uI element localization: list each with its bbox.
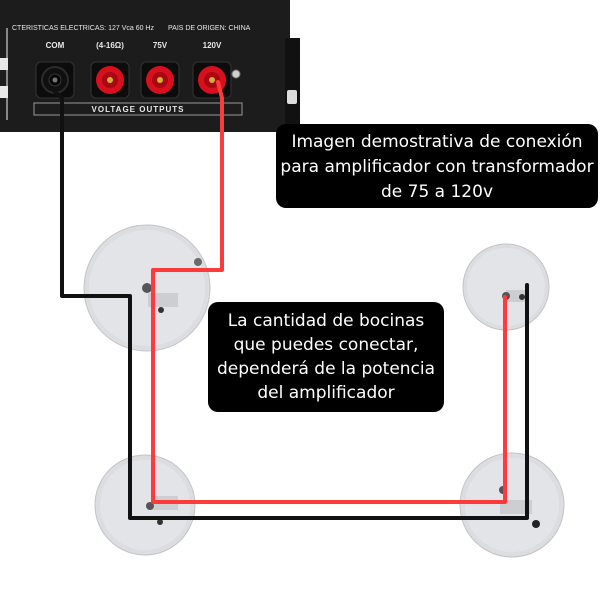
speaker-note-line: que puedes conectar, bbox=[233, 335, 419, 355]
panel-side-label bbox=[287, 90, 297, 104]
positive-wire bbox=[151, 80, 507, 504]
speaker-terminal-screw bbox=[157, 519, 163, 525]
amplifier-side-edge bbox=[285, 38, 300, 132]
speaker-note-line: dependerá de la potencia bbox=[216, 359, 436, 379]
connection-note-callout: Imagen demostrativa de conexión para amp… bbox=[276, 124, 598, 208]
terminal-com bbox=[35, 61, 75, 99]
terminal-4-16-ohm bbox=[90, 61, 130, 99]
voltage-outputs-frame bbox=[33, 102, 243, 116]
terminal-75v bbox=[140, 61, 180, 99]
speaker-bottom-left bbox=[94, 454, 196, 556]
speaker-terminal-screw bbox=[158, 307, 164, 313]
terminal-screw bbox=[231, 69, 241, 79]
common-wire bbox=[53, 90, 529, 520]
terminal-label-com: COM bbox=[46, 41, 65, 50]
terminal-label-4-16: (4-16Ω) bbox=[96, 41, 124, 50]
terminal-label-75v: 75V bbox=[153, 41, 168, 50]
origin-text: PAIS DE ORIGEN: CHINA bbox=[168, 25, 251, 32]
speaker-top-left bbox=[83, 224, 211, 352]
voltage-outputs-label: VOLTAGE OUTPUTS bbox=[92, 105, 185, 114]
speaker-note-line: La cantidad de bocinas bbox=[227, 311, 425, 331]
speaker-bottom-right bbox=[459, 452, 565, 558]
speaker-mount-hole bbox=[194, 258, 202, 266]
speaker-note-line: del amplificador bbox=[257, 383, 395, 403]
speaker-terminal-strip bbox=[500, 500, 532, 514]
speaker-terminal-strip bbox=[148, 293, 178, 307]
speaker-note-callout: La cantidad de bocinas que puedes conect… bbox=[208, 302, 444, 412]
terminal-label-120v: 120V bbox=[203, 41, 222, 50]
amplifier-panel: CTERISTICAS ELECTRICAS: 127 Vca 60 Hz PA… bbox=[0, 0, 300, 132]
panel-divider bbox=[6, 28, 8, 120]
panel-edge-tab bbox=[0, 58, 8, 70]
connection-note-line: Imagen demostrativa de conexión bbox=[291, 132, 583, 152]
speaker-terminal-screw bbox=[519, 294, 525, 300]
connection-note-line: para amplificador con transformador bbox=[280, 157, 594, 177]
connection-note-line: de 75 a 120v bbox=[380, 182, 494, 202]
speaker-mount-hole bbox=[146, 502, 154, 510]
spec-text: CTERISTICAS ELECTRICAS: 127 Vca 60 Hz bbox=[12, 25, 154, 32]
speaker-mount-hole bbox=[142, 283, 152, 293]
speaker-terminal-screw bbox=[532, 520, 540, 528]
panel-edge-tab bbox=[0, 86, 8, 98]
